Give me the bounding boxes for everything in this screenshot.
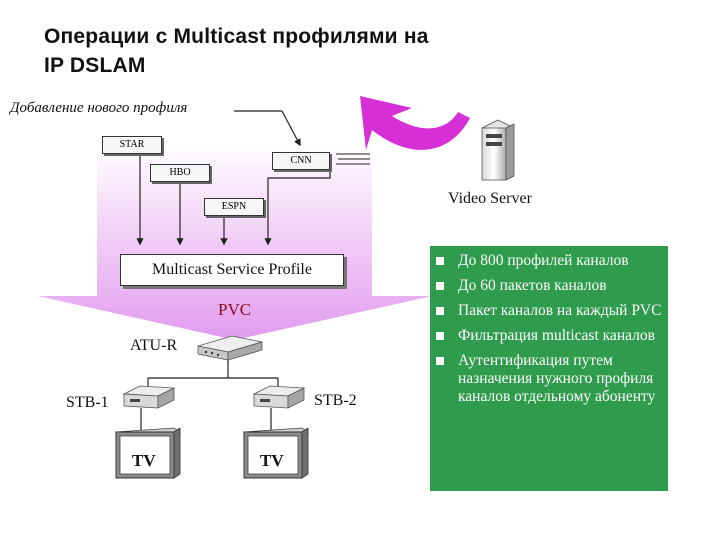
stb2-icon	[252, 385, 306, 409]
channel-espn: ESPN	[204, 198, 264, 216]
channel-cnn: CNN	[272, 152, 330, 170]
stb2-label: STB-2	[314, 392, 357, 409]
feature-text: Фильтрация multicast каналов	[458, 327, 655, 344]
tv1-label: TV	[132, 451, 156, 470]
feature-item: До 60 пакетов каналов	[434, 277, 662, 295]
add-profile-label: Добавление нового профиля	[10, 100, 188, 116]
feature-item: Фильтрация multicast каналов	[434, 327, 662, 345]
bullet-icon	[436, 282, 444, 290]
feature-item: До 800 профилей каналов	[434, 252, 662, 270]
tv1-icon	[114, 427, 182, 479]
features-panel: До 800 профилей каналов До 60 пакетов ка…	[430, 246, 668, 491]
modem-icon	[197, 335, 263, 361]
feature-text: Пакет каналов на каждый PVC	[458, 302, 662, 319]
feature-text: До 800 профилей каналов	[458, 252, 629, 269]
title-line-1: Операции с Multicast профилями на	[44, 25, 429, 48]
tv2-icon	[242, 427, 310, 479]
channel-hbo: HBO	[150, 164, 210, 182]
video-server-label: Video Server	[448, 190, 532, 207]
bullet-icon	[436, 257, 444, 265]
add-profile-arrow-diag	[281, 110, 301, 147]
tv2-label: TV	[260, 451, 284, 470]
stb1-label: STB-1	[66, 394, 109, 411]
pvc-label: PVC	[218, 300, 252, 319]
feature-text: До 60 пакетов каналов	[458, 277, 607, 294]
curved-arrow	[360, 96, 470, 150]
funnel-shape	[38, 142, 432, 340]
feature-item: Аутентификация путем назначения нужного …	[434, 352, 662, 406]
feature-text: Аутентификация путем назначения нужного …	[458, 352, 656, 405]
page-title: Операции с Multicast профилями на IP DSL…	[44, 22, 429, 80]
stb1-icon	[122, 385, 176, 409]
channel-star: STAR	[102, 136, 162, 154]
feature-item: Пакет каналов на каждый PVC	[434, 302, 662, 320]
multicast-profile-box: Multicast Service Profile	[120, 254, 344, 286]
cnn-arrow	[264, 162, 331, 246]
server-icon	[481, 119, 515, 181]
bullet-icon	[436, 332, 444, 340]
bullet-icon	[436, 307, 444, 315]
title-line-2: IP DSLAM	[44, 54, 146, 77]
atu-r-label: ATU-R	[130, 337, 178, 354]
bullet-icon	[436, 357, 444, 365]
